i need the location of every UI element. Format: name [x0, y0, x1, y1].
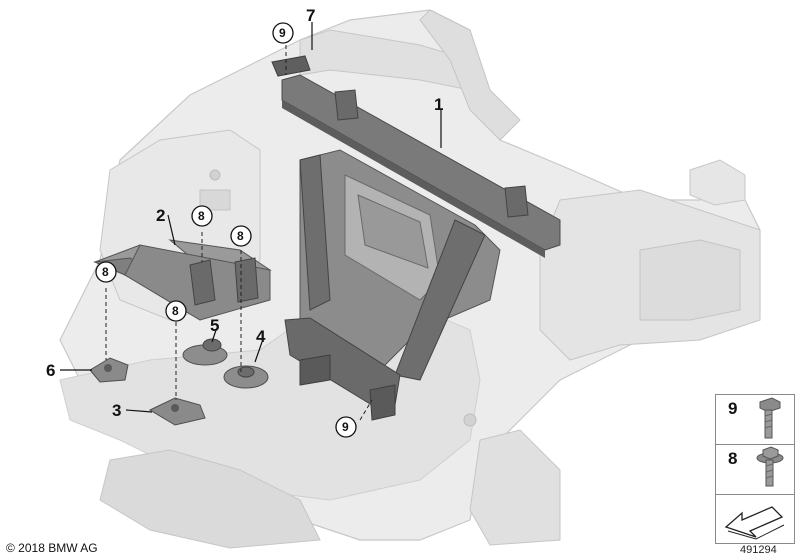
legend-row-8: 8 [716, 445, 794, 495]
legend-row-9: 9 [716, 395, 794, 445]
svg-text:8: 8 [198, 209, 205, 223]
callout-label-2: 2 [156, 206, 165, 225]
callout-label-4: 4 [256, 327, 266, 346]
callout-label-1: 1 [434, 95, 443, 114]
legend-number-9: 9 [728, 399, 738, 418]
mount-part-5 [182, 338, 228, 366]
support-frame-part-1 [271, 55, 561, 421]
svg-text:9: 9 [279, 26, 286, 40]
svg-text:8: 8 [237, 229, 244, 243]
circled-callout-9-bottom: 9 [335, 416, 357, 438]
direction-arrow-icon [724, 506, 785, 540]
mount-part-6 [89, 357, 129, 383]
copyright-text: © 2018 BMW AG [6, 541, 98, 555]
callout-label-7: 7 [306, 6, 315, 25]
mount-part-4 [223, 365, 269, 389]
hex-bolt-short-icon [759, 397, 781, 439]
callout-leader-lines [60, 22, 442, 413]
legend-number-8: 8 [728, 449, 738, 468]
svg-text:9: 9 [342, 420, 349, 434]
svg-text:8: 8 [172, 304, 179, 318]
circled-callout-8-a: 8 [191, 205, 213, 227]
callout-label-6: 6 [46, 361, 55, 380]
legend-row-arrow [716, 495, 794, 543]
circled-callout-8-b: 8 [230, 225, 252, 247]
mount-part-3 [148, 397, 206, 426]
callout-label-5: 5 [210, 316, 219, 335]
flange-bolt-icon [756, 446, 784, 487]
svg-text:8: 8 [102, 265, 109, 279]
circled-callout-9-top: 9 [272, 22, 294, 44]
circled-callout-8-d: 8 [165, 300, 187, 322]
callout-label-3: 3 [112, 401, 121, 420]
circled-callout-8-c: 8 [95, 261, 117, 283]
diagram-number: 491294 [740, 544, 777, 556]
fastener-legend: 9 8 [715, 394, 795, 544]
